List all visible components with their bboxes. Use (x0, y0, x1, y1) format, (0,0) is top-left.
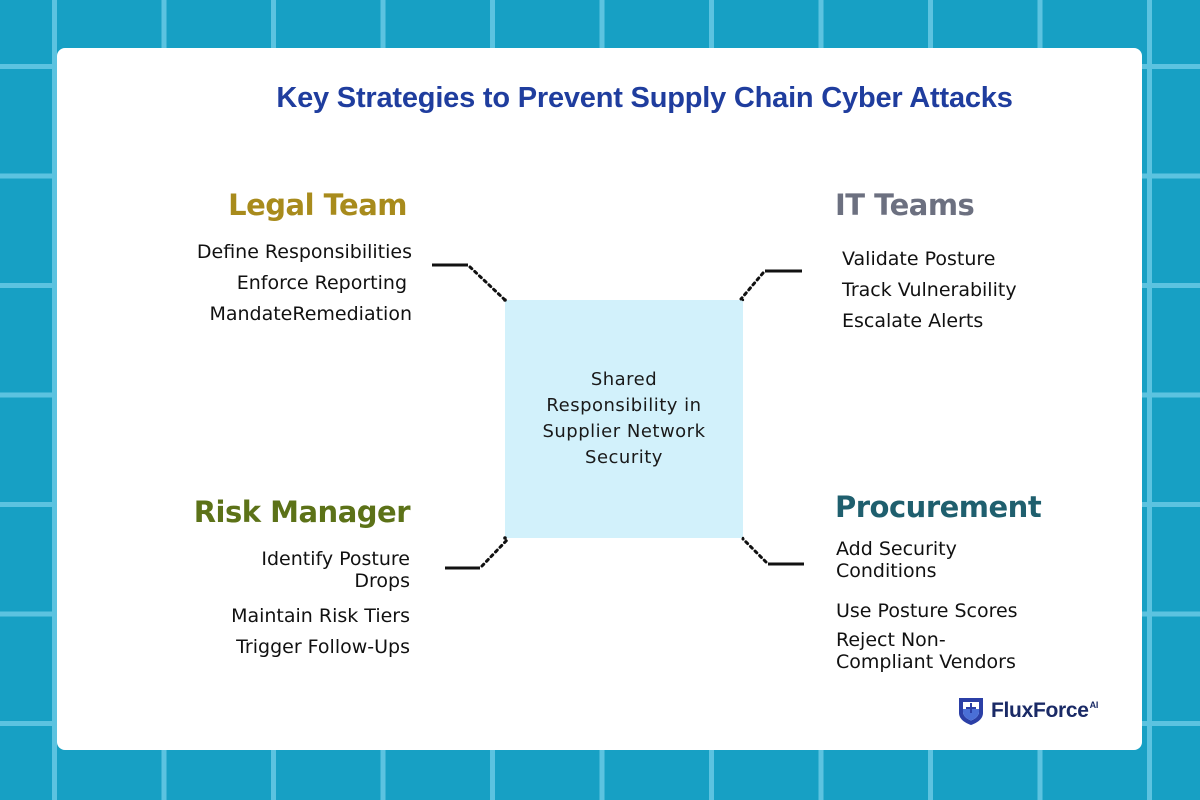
risk-manager-items: Identify Posture Drops Maintain Risk Tie… (210, 548, 410, 663)
list-item: Identify Posture Drops (261, 548, 410, 592)
center-concept-box: Shared Responsibility in Supplier Networ… (505, 300, 743, 538)
legal-team-items: Define Responsibilities Enforce Reportin… (197, 237, 412, 330)
connector-legal-dotted (468, 265, 507, 302)
list-item: Reject Non-Compliant Vendors (836, 629, 1016, 673)
list-item: Define Responsibilities (196, 241, 412, 263)
connector-procurement-dotted (741, 537, 768, 564)
it-teams-heading: IT Teams (835, 188, 975, 222)
it-teams-items: Validate Posture Track Vulnerability Esc… (842, 244, 1017, 337)
connector-risk-dotted (480, 538, 509, 568)
list-item: Track Vulnerability (842, 279, 1017, 301)
shield-icon (959, 698, 983, 725)
legal-team-heading: Legal Team (228, 188, 407, 222)
connector-it-dotted (739, 271, 765, 301)
list-item: Maintain Risk Tiers (231, 605, 410, 627)
page-title: Key Strategies to Prevent Supply Chain C… (276, 82, 1013, 114)
list-item: Enforce Reporting (236, 272, 407, 294)
procurement-items: Add Security Conditions Use Posture Scor… (836, 538, 1046, 682)
list-item: Validate Posture (842, 248, 996, 270)
risk-manager-heading: Risk Manager (193, 495, 411, 529)
list-item: Trigger Follow-Ups (236, 636, 410, 658)
logo-text: FluxForceAI (991, 699, 1099, 722)
fluxforce-logo: FluxForceAI (957, 696, 1098, 726)
list-item: Use Posture Scores (836, 600, 1018, 622)
list-item: Escalate Alerts (842, 310, 984, 332)
center-concept-text: Shared Responsibility in Supplier Networ… (542, 369, 706, 468)
infographic-card: Key Strategies to Prevent Supply Chain C… (57, 48, 1142, 750)
list-item: MandateRemediation (209, 303, 412, 325)
list-item: Add Security Conditions (836, 538, 957, 582)
procurement-heading: Procurement (835, 490, 1042, 524)
